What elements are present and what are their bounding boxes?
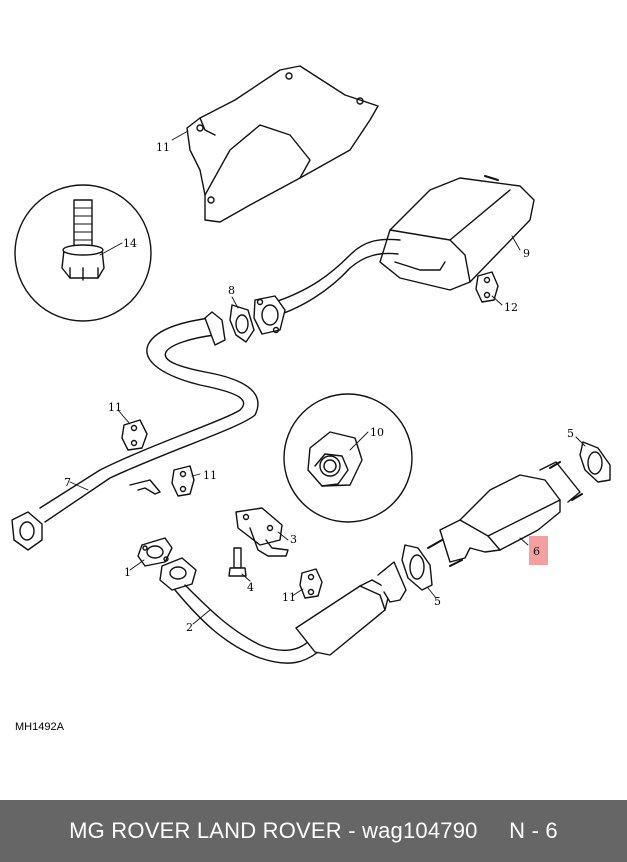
callout-2: 2 (186, 621, 193, 634)
heat-shield (186, 65, 379, 223)
callout-11-lower: 11 (282, 591, 296, 604)
callout-7: 7 (64, 476, 71, 489)
bolt-detail-circle (14, 184, 152, 322)
callout-10: 10 (370, 426, 384, 439)
callout-5-front: 5 (434, 595, 441, 608)
nut-detail-circle (283, 393, 413, 523)
bracket-3 (235, 507, 289, 557)
gasket-1 (137, 537, 173, 567)
catalytic-converter (427, 461, 583, 567)
callout-1: 1 (124, 566, 131, 579)
rubber-mount-12 (475, 271, 499, 303)
callout-13: 11 (156, 141, 170, 154)
rubber-mount-11b (171, 465, 195, 497)
highlight-box-part-6 (529, 536, 548, 565)
callout-11-middle: 11 (203, 469, 217, 482)
drawing-code: MH1492A (15, 721, 65, 733)
footer-bar: MG ROVER LAND ROVER - wag104790 N - 6 (0, 800, 627, 862)
rear-pipe (267, 238, 401, 319)
gasket-5-rear (579, 441, 611, 483)
footer-title: MG ROVER LAND ROVER - wag104790 N - 6 (69, 818, 558, 843)
callout-6: 6 (533, 545, 540, 558)
rubber-mount-11a (121, 419, 148, 451)
callout-14: 14 (123, 237, 137, 250)
callout-5-rear: 5 (567, 427, 574, 440)
exhaust-parts-diagram: 11 14 8 9 12 10 11 11 7 1 2 3 4 11 5 5 6… (11, 65, 611, 733)
bolt-4 (228, 547, 247, 577)
callout-3: 3 (290, 533, 297, 546)
gasket-8 (229, 304, 255, 343)
front-pipe (159, 557, 407, 664)
callout-12: 12 (504, 301, 518, 314)
rubber-mount-11c (299, 568, 323, 599)
rear-pipe-flange (253, 295, 286, 335)
callout-11-upper: 11 (108, 401, 122, 414)
rear-silencer (379, 175, 535, 291)
callout-9: 9 (523, 247, 530, 260)
gasket-5-front (401, 544, 433, 591)
callout-4: 4 (247, 581, 254, 594)
intermediate-pipe (11, 311, 259, 551)
callout-8: 8 (228, 284, 235, 297)
